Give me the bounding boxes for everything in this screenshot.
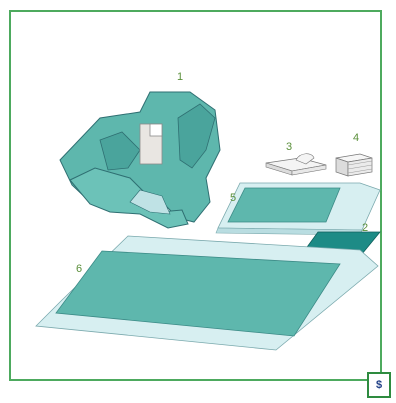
item-1-drape — [60, 92, 220, 228]
item-3-towels — [266, 154, 326, 175]
label-6: 6 — [76, 263, 82, 275]
label-4: 4 — [353, 132, 359, 144]
item-4-stack — [336, 154, 372, 176]
label-2: 2 — [362, 222, 368, 234]
label-1: 1 — [177, 71, 183, 83]
label-3: 3 — [286, 141, 292, 153]
badge-text: $ — [376, 379, 382, 391]
label-5: 5 — [230, 192, 236, 204]
item-5-window-drape — [216, 183, 380, 235]
item-6-large-drape — [36, 236, 378, 350]
price-badge[interactable]: $ — [367, 372, 391, 398]
